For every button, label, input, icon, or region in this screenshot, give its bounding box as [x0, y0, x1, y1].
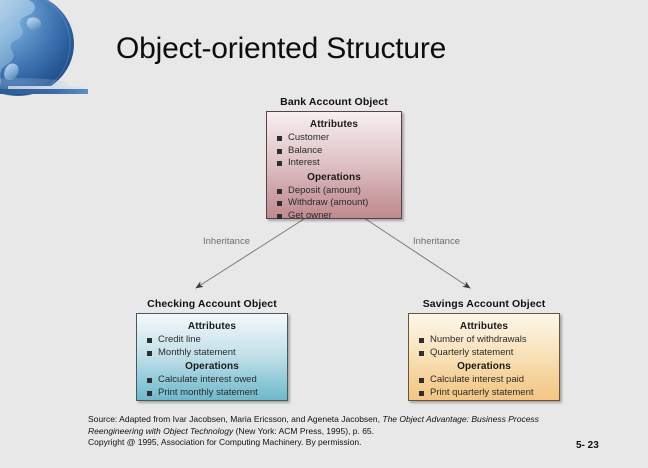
list-item: Calculate interest paid	[419, 374, 559, 387]
list-item: Number of withdrawals	[419, 334, 559, 347]
node-box-bank: Attributes Customer Balance Interest Ope…	[266, 111, 402, 221]
list-item: Deposit (amount)	[277, 185, 401, 198]
source-publisher: (New York: ACM Press, 1995), p. 65.	[233, 425, 375, 436]
list-item-label: Customer	[288, 132, 330, 143]
bullet-icon	[277, 148, 282, 154]
list-item-label: Number of withdrawals	[430, 334, 527, 345]
list-item: Credit line	[147, 334, 287, 347]
source-line1-prefix: Source: Adapted from Ivar Jacobsen, Mari…	[88, 414, 383, 424]
page-title: Object-oriented Structure	[116, 32, 447, 65]
bullet-icon	[277, 161, 282, 166]
bullet-icon	[147, 378, 152, 383]
node-bank-account-object[interactable]: Bank Account Object Attributes Customer …	[266, 96, 402, 221]
section-heading-operations-savings: Operations	[457, 361, 511, 372]
list-item-label: Print quarterly statement	[430, 386, 534, 398]
node-box-savings: Attributes Number of withdrawals Quarter…	[408, 313, 560, 401]
section-list-attributes-savings: Number of withdrawals Quarterly statemen…	[409, 334, 559, 359]
list-item: Withdraw (amount)	[277, 197, 401, 210]
bullet-icon	[277, 188, 282, 194]
section-list-operations-bank: Deposit (amount) Withdraw (amount) Get o…	[267, 185, 401, 223]
node-box-checking: Attributes Credit line Monthly statement…	[136, 313, 288, 401]
list-item-label: Monthly statement	[158, 346, 236, 358]
section-heading-operations-checking: Operations	[185, 361, 239, 372]
list-item-label: Calculate interest paid	[430, 374, 524, 385]
bullet-icon	[419, 350, 424, 356]
node-caption-savings: Savings Account Object	[422, 298, 546, 310]
bullet-icon	[147, 390, 152, 396]
section-list-attributes-checking: Credit line Monthly statement	[137, 334, 287, 359]
list-item-label: Get owner	[288, 209, 332, 221]
source-copyright: Copyright @ 1995, Association for Comput…	[88, 437, 362, 447]
title-rule-highlight	[8, 86, 86, 89]
edge-label-inheritance-right: Inheritance	[413, 236, 461, 247]
section-list-operations-savings: Calculate interest paid Print quarterly …	[409, 374, 559, 399]
node-checking-account-object[interactable]: Checking Account Object Attributes Credi…	[136, 298, 288, 401]
list-item: Balance	[277, 145, 401, 158]
list-item-label: Quarterly statement	[430, 346, 514, 358]
bullet-icon	[277, 201, 282, 206]
list-item-label: Credit line	[158, 334, 201, 345]
list-item-label: Balance	[288, 144, 323, 156]
node-caption-checking: Checking Account Object	[147, 298, 277, 310]
list-item: Customer	[277, 132, 401, 145]
section-heading-attributes-checking: Attributes	[187, 321, 237, 332]
list-item: Quarterly statement	[419, 347, 559, 360]
source-book-title: The Object Advantage: Business Process	[382, 414, 539, 424]
list-item-label: Withdraw (amount)	[288, 197, 369, 208]
list-item: Monthly statement	[147, 347, 287, 360]
section-list-attributes-bank: Customer Balance Interest	[267, 132, 401, 170]
section-heading-attributes-bank: Attributes	[309, 119, 359, 130]
list-item: Interest	[277, 157, 401, 170]
list-item-label: Print monthly statement	[158, 386, 258, 398]
bullet-icon	[419, 378, 424, 383]
bullet-icon	[147, 350, 152, 356]
list-item: Get owner	[277, 210, 401, 223]
globe-landmass	[0, 0, 71, 96]
bullet-icon	[147, 338, 152, 343]
title-rule	[0, 89, 88, 94]
section-heading-attributes-savings: Attributes	[459, 321, 509, 332]
list-item-label: Calculate interest owed	[158, 374, 257, 385]
bullet-icon	[277, 213, 282, 219]
bullet-icon	[277, 136, 282, 141]
node-caption-bank: Bank Account Object	[280, 96, 388, 108]
source-citation: Source: Adapted from Ivar Jacobsen, Mari…	[88, 414, 564, 449]
bullet-icon	[419, 338, 424, 343]
list-item-label: Interest	[288, 157, 320, 168]
list-item: Print quarterly statement	[419, 387, 559, 400]
slide-number: 5- 23	[576, 440, 599, 451]
list-item: Print monthly statement	[147, 387, 287, 400]
section-list-operations-checking: Calculate interest owed Print monthly st…	[137, 374, 287, 399]
edge-label-inheritance-left: Inheritance	[203, 236, 251, 247]
source-book-subtitle: Reengineering with Object Technology	[88, 425, 234, 436]
section-heading-operations-bank: Operations	[307, 171, 361, 183]
node-savings-account-object[interactable]: Savings Account Object Attributes Number…	[408, 298, 560, 401]
list-item: Calculate interest owed	[147, 374, 287, 387]
globe-icon	[0, 0, 90, 96]
bullet-icon	[419, 390, 424, 396]
list-item-label: Deposit (amount)	[288, 184, 361, 196]
